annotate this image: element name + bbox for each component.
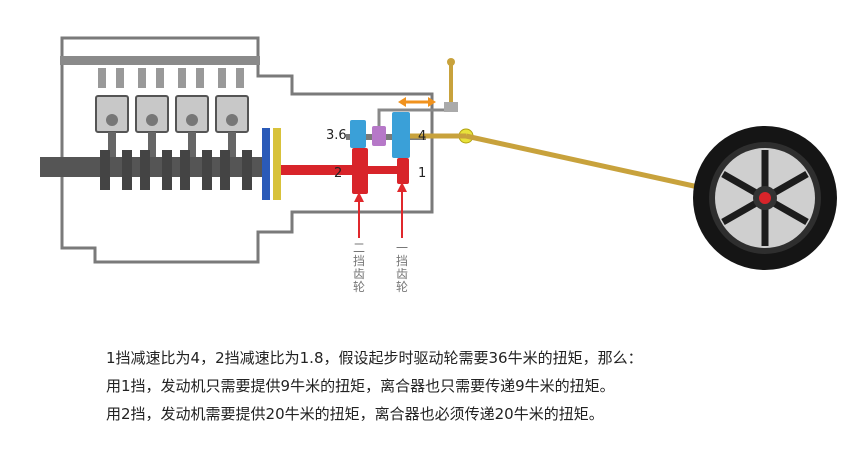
shift-fork (377, 108, 448, 126)
valve-springs (98, 68, 244, 88)
arrow-first-gear (397, 182, 407, 238)
synchro-sleeve (372, 126, 386, 146)
svg-text:二: 二 (353, 241, 365, 255)
label-gear-4: 4 (418, 129, 426, 144)
svg-text:轮: 轮 (353, 280, 365, 294)
crankshaft (40, 157, 266, 177)
clutch-plate-blue (262, 128, 270, 200)
svg-text:挡: 挡 (353, 254, 365, 268)
caption-line-3: 用2挡，发动机需要提供20牛米的扭矩，离合器也必须传递20牛米的扭矩。 (106, 405, 604, 423)
input-shaft (281, 165, 359, 175)
transmission-diagram: 3.6 4 2 1 二 挡 齿 轮 一 挡 齿 轮 (40, 36, 837, 294)
svg-text:齿: 齿 (396, 267, 408, 281)
svg-text:挡: 挡 (396, 254, 408, 268)
shift-direction-arrow (398, 97, 436, 107)
gear-2 (352, 148, 368, 194)
callout-second-gear: 二 挡 齿 轮 (353, 241, 365, 294)
clutch-plate-yellow (273, 128, 281, 200)
camshaft-rail (60, 56, 260, 65)
half-shaft (465, 133, 713, 193)
pistons (95, 95, 249, 158)
drive-wheel (693, 126, 837, 270)
label-gear-36: 3.6 (326, 128, 347, 143)
svg-text:齿: 齿 (353, 267, 365, 281)
shift-base (444, 102, 458, 112)
gear-1 (397, 158, 409, 184)
crank-webs (100, 150, 252, 190)
label-gear-1: 1 (418, 166, 426, 181)
caption-line-1: 1挡减速比为4，2挡减速比为1.8，假设起步时驱动轮需要36牛米的扭矩，那么： (106, 349, 643, 367)
caption: 1挡减速比为4，2挡减速比为1.8，假设起步时驱动轮需要36牛米的扭矩，那么： … (106, 344, 826, 428)
callout-first-gear: 一 挡 齿 轮 (396, 241, 408, 294)
caption-line-2: 用1挡，发动机只需要提供9牛米的扭矩，离合器也只需要传递9牛米的扭矩。 (106, 377, 615, 395)
output-shaft-red (368, 166, 400, 174)
label-gear-2: 2 (334, 166, 342, 181)
gear-36 (350, 120, 366, 148)
arrow-second-gear (354, 192, 364, 238)
shift-knob (447, 58, 455, 66)
svg-text:轮: 轮 (396, 280, 408, 294)
gear-4 (392, 112, 410, 158)
svg-text:一: 一 (396, 241, 408, 255)
